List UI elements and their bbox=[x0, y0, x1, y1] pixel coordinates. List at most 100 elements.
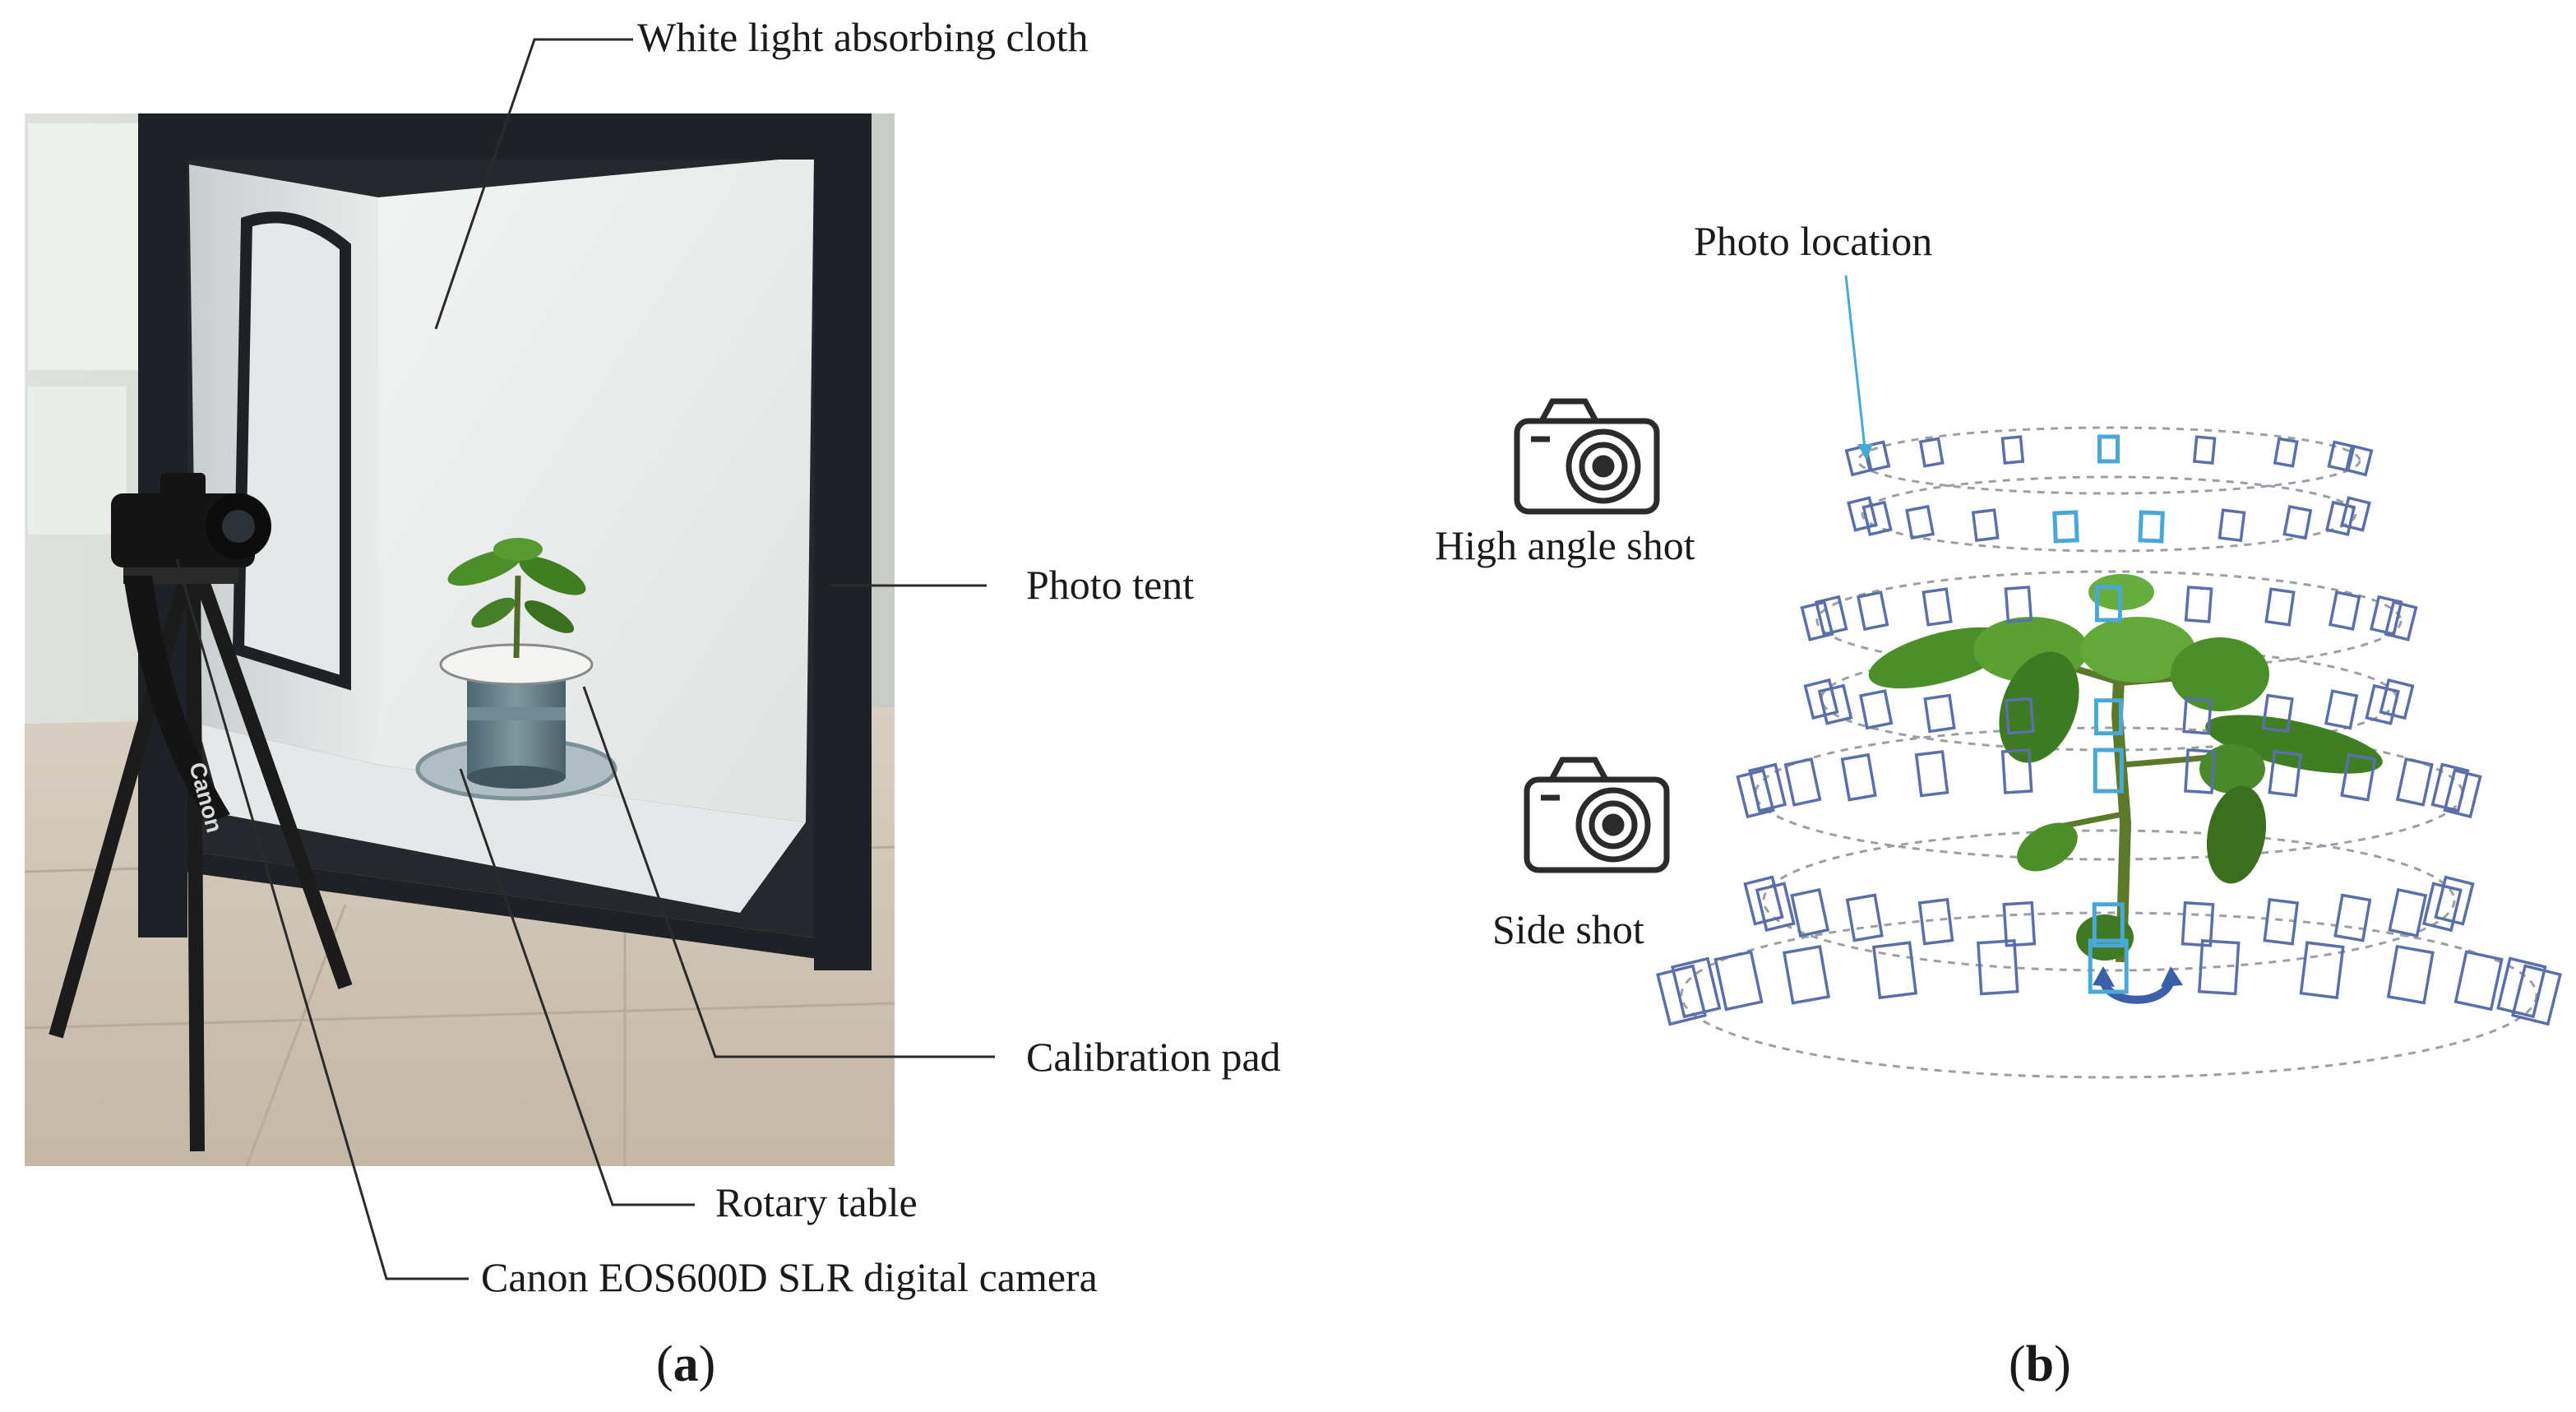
photo-location-marker bbox=[2496, 956, 2547, 1019]
photo-location-marker bbox=[2184, 748, 2216, 794]
photo-location-marker bbox=[2388, 887, 2428, 937]
caption-panel-a: (a) bbox=[656, 1336, 716, 1392]
label-photo-tent: Photo tent bbox=[1026, 562, 1195, 608]
photo-location-marker bbox=[1871, 941, 1918, 1000]
leader-lines-a bbox=[175, 38, 995, 1280]
photo-location-marker bbox=[2097, 434, 2120, 464]
photo-location-marker bbox=[2181, 900, 2215, 947]
photo-location-marker bbox=[2218, 508, 2246, 543]
photo-location-marker bbox=[1845, 893, 1884, 942]
photo-location-marker bbox=[1800, 600, 1834, 641]
photo-location-marker bbox=[2328, 590, 2361, 632]
photo-location-marker bbox=[2005, 697, 2035, 735]
photo-location-marker bbox=[2386, 944, 2435, 1005]
photo-location-marker bbox=[1743, 875, 1784, 926]
photo-location-marker bbox=[2511, 964, 2562, 1026]
photo-location-marker bbox=[1814, 595, 1848, 637]
photo-location-marker bbox=[1713, 950, 1764, 1012]
photo-location-marker bbox=[1922, 587, 1953, 627]
camera-icon-high-angle bbox=[1514, 398, 1660, 515]
photo-location-marker bbox=[1782, 944, 1831, 1005]
label-high-angle-shot: High angle shot bbox=[1435, 522, 1695, 568]
photo-location-arrow bbox=[1844, 275, 1873, 461]
label-photo-location: Photo location bbox=[1694, 218, 1933, 264]
photo-location-marker bbox=[1656, 964, 1707, 1026]
photo-location-marker bbox=[2443, 768, 2482, 819]
photo-location-marker bbox=[2138, 510, 2165, 544]
photo-location-marker bbox=[1790, 887, 1830, 937]
photo-location-marker bbox=[2395, 757, 2434, 807]
photo-location-marker bbox=[1859, 689, 1894, 730]
photo-location-marker bbox=[1905, 504, 1935, 540]
photo-location-marker bbox=[2094, 585, 2122, 623]
photo-location-marker bbox=[2324, 500, 2356, 537]
photo-location-marker bbox=[2182, 697, 2213, 735]
photo-location-marker bbox=[1918, 437, 1945, 468]
photo-location-marker bbox=[2000, 435, 2025, 465]
photo-location-marker bbox=[1847, 496, 1878, 532]
leader-cloth bbox=[434, 38, 633, 330]
photo-location-marker bbox=[2094, 698, 2123, 736]
photo-location-marker bbox=[1783, 757, 1822, 807]
label-rotary-table: Rotary table bbox=[715, 1179, 918, 1225]
leader-calibration bbox=[582, 686, 995, 1058]
photo-location-marker bbox=[2282, 505, 2313, 540]
photo-location-marker bbox=[1971, 508, 2000, 543]
photo-location-marker bbox=[2369, 595, 2403, 637]
photo-location-marker bbox=[2088, 938, 2129, 994]
photo-location-marker bbox=[2333, 893, 2372, 942]
leader-camera bbox=[175, 558, 469, 1280]
photo-location-marker bbox=[1856, 590, 1889, 632]
photo-location-marker bbox=[1817, 683, 1853, 725]
photo-location-marker bbox=[2263, 897, 2300, 946]
caption-panel-a-letter: a bbox=[673, 1336, 699, 1392]
photo-location-marker bbox=[1864, 440, 1891, 472]
photo-location-marker bbox=[2093, 748, 2124, 794]
photo-location-marker bbox=[2197, 939, 2241, 996]
photo-location-marker bbox=[1977, 939, 2019, 996]
photo-location-marker bbox=[1914, 750, 1949, 798]
caption-panel-b: (b) bbox=[2009, 1336, 2071, 1392]
photo-location-marker bbox=[2434, 875, 2475, 926]
photo-location-marker bbox=[2184, 586, 2213, 623]
leader-rotary bbox=[459, 768, 695, 1206]
photo-location-marker bbox=[1840, 752, 1877, 802]
photo-location-marker bbox=[2453, 950, 2504, 1012]
photo-location-marker bbox=[2299, 941, 2345, 1000]
photo-location-marker bbox=[1917, 897, 1954, 946]
photo-location-marker bbox=[2092, 902, 2125, 948]
photo-location-marker bbox=[1748, 762, 1787, 812]
photo-location-marker bbox=[1861, 500, 1893, 537]
photo-location-marker bbox=[2324, 689, 2359, 730]
label-camera-model: Canon EOS600D SLR digital camera bbox=[481, 1254, 1098, 1300]
photo-location-marker bbox=[2261, 693, 2294, 734]
label-calibration-pad: Calibration pad bbox=[1026, 1034, 1281, 1080]
photo-location-marker bbox=[2421, 882, 2463, 933]
photo-location-marker bbox=[2327, 440, 2354, 472]
photo-location-marker bbox=[2384, 600, 2418, 641]
photo-location-marker bbox=[2002, 900, 2037, 947]
photo-location-marker bbox=[2273, 437, 2299, 468]
photo-location-marker bbox=[1670, 956, 1722, 1019]
photo-location-marker bbox=[1755, 882, 1796, 933]
soybean-plant bbox=[1868, 574, 2383, 963]
photo-location-marker bbox=[2264, 587, 2296, 627]
photo-location-marker bbox=[2004, 586, 2033, 623]
photo-location-marker bbox=[2340, 752, 2377, 802]
photo-location-marker bbox=[2000, 748, 2033, 794]
rotation-arrow-icon bbox=[2093, 966, 2183, 1004]
photo-location-marker bbox=[2192, 435, 2217, 465]
photo-location-marker bbox=[2268, 749, 2303, 798]
photo-setup-illustration: Canon bbox=[24, 113, 895, 1167]
photo-location-marker bbox=[2346, 444, 2374, 477]
photo-location-marker bbox=[2052, 510, 2079, 544]
caption-panel-b-letter: b bbox=[2025, 1336, 2055, 1392]
label-side-shot: Side shot bbox=[1492, 906, 1644, 952]
photo-location-markers bbox=[1656, 434, 2562, 1026]
camera-icon-side bbox=[1524, 757, 1670, 873]
photo-location-marker bbox=[2340, 496, 2371, 532]
photo-location-marker bbox=[1923, 693, 1956, 734]
photo-location-marker bbox=[2379, 678, 2415, 720]
label-white-light-absorbing-cloth: White light absorbing cloth bbox=[637, 14, 1089, 60]
